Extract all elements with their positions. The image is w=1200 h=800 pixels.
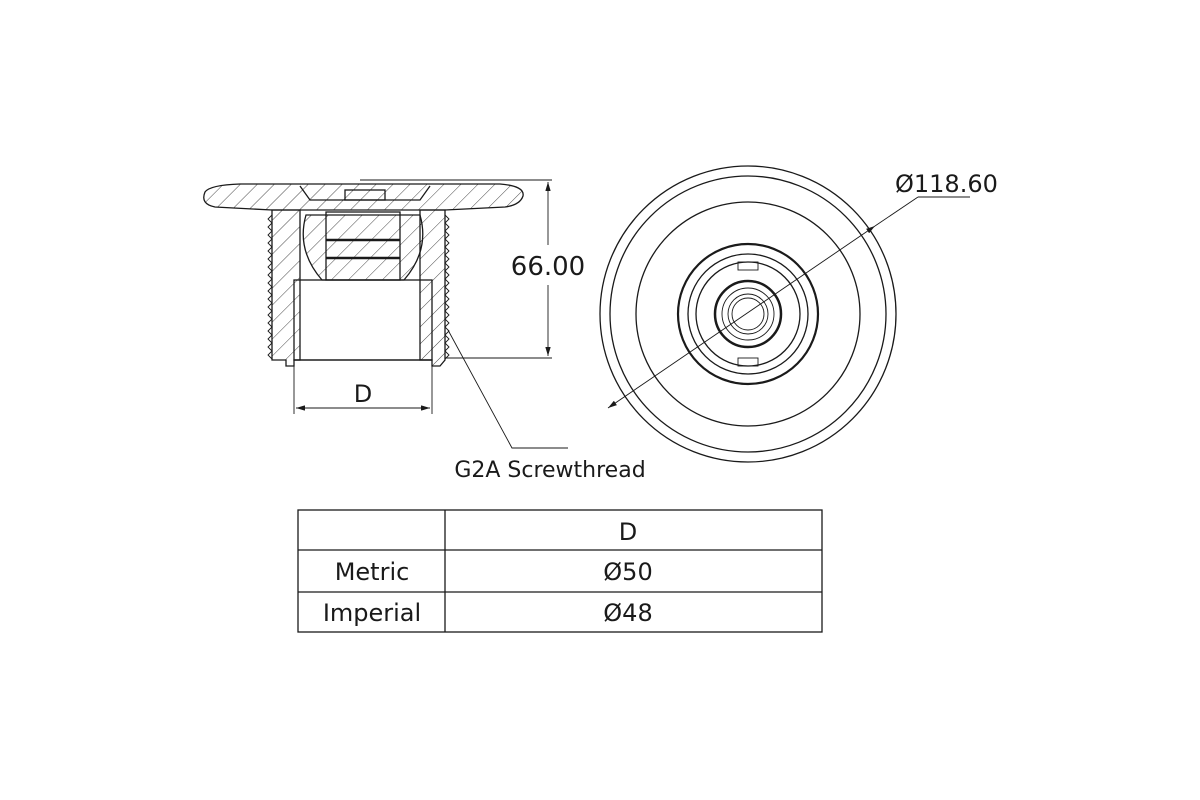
table-row-metric-label: Metric — [335, 558, 410, 586]
table-row-imperial-label: Imperial — [323, 599, 421, 627]
table-header-d: D — [619, 518, 637, 546]
height-dimension: 66.00 — [360, 179, 585, 359]
table-row-metric-value: Ø50 — [603, 558, 652, 586]
diameter-dimension-text: Ø118.60 — [895, 170, 998, 198]
thread-callout-text: G2A Screwthread — [454, 458, 645, 483]
bore-dimension: D — [293, 366, 433, 414]
height-dimension-text: 66.00 — [511, 252, 585, 282]
top-view: Ø118.60 — [599, 165, 998, 463]
dimension-table: D Metric Ø50 Imperial Ø48 — [297, 509, 823, 633]
bore-dimension-text: D — [354, 380, 372, 408]
side-section-view — [203, 183, 524, 367]
flange — [203, 183, 524, 211]
eyeball-insert — [302, 214, 424, 281]
bore — [293, 279, 433, 361]
body-left-wall — [271, 209, 301, 367]
thread-left — [267, 214, 273, 360]
thread-callout: G2A Screwthread — [447, 329, 646, 483]
thread-right — [444, 214, 450, 360]
table-row-imperial-value: Ø48 — [603, 599, 652, 627]
